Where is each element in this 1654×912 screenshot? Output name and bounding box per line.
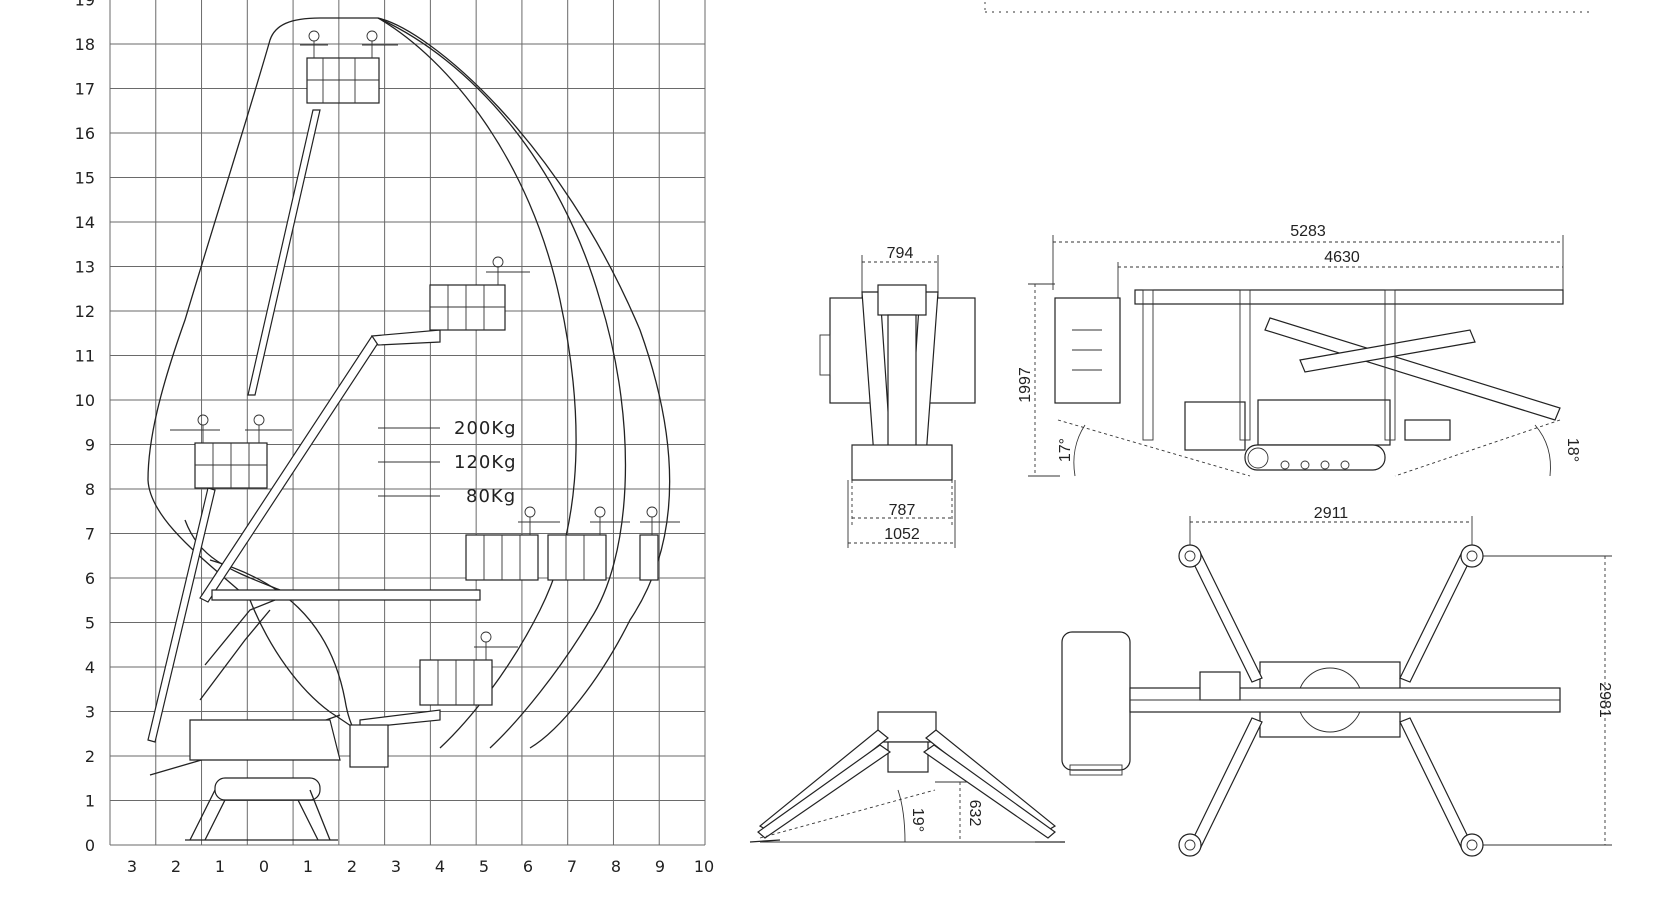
dim-side-height: 1997: [1017, 367, 1034, 403]
x-tick-label: 3: [391, 857, 401, 876]
y-tick-label: 15: [75, 169, 95, 188]
dim-side-angle-right: 18°: [1564, 438, 1581, 462]
side-track: [1244, 444, 1386, 471]
inner-envelope-curve: [377, 17, 577, 749]
envelope-grid: [109, 0, 706, 846]
front-view: 794 787 1052: [819, 245, 976, 548]
y-tick-label: 11: [75, 347, 95, 366]
top-view: 2911 2981: [1061, 505, 1613, 857]
dim-front-overall: 1052: [884, 526, 920, 543]
side-view: 5283 4630 1997 17° 18°: [1017, 223, 1581, 477]
x-tick-label: 4: [435, 857, 445, 876]
y-tick-label: 9: [85, 436, 95, 455]
basket-mid-2: [547, 534, 607, 581]
y-tick-label: 2: [85, 747, 95, 766]
top-outrigger-sw: [1189, 717, 1263, 850]
x-tick-label: 3: [127, 857, 137, 876]
load-120: 120Kg: [454, 452, 517, 473]
x-tick-label: 2: [171, 857, 181, 876]
left-inner-curve: [184, 519, 281, 591]
load-80: 80Kg: [466, 486, 516, 507]
basket-mid-3: [639, 534, 659, 581]
middle-envelope-curve: [377, 17, 627, 749]
dim-outrigger-height: 632: [966, 800, 983, 827]
side-boom-top: [1134, 289, 1564, 305]
boom-positions: [147, 30, 680, 776]
side-basket: [1054, 297, 1121, 404]
dim-front-top: 794: [887, 245, 914, 262]
y-tick-label: 10: [75, 391, 95, 410]
boom-horizontal-mid: [211, 589, 481, 601]
y-tick-label: 6: [85, 569, 95, 588]
y-tick-label: 4: [85, 658, 95, 677]
dim-side-overall: 5283: [1290, 223, 1326, 240]
y-tick-label: 18: [75, 35, 95, 54]
y-tick-label: 16: [75, 124, 95, 143]
y-tick-label: 8: [85, 480, 95, 499]
top-outrigger-se: [1399, 717, 1473, 850]
y-tick-label: 12: [75, 302, 95, 321]
dim-side-angle-left: 17°: [1057, 438, 1074, 462]
y-tick-label: 3: [85, 703, 95, 722]
load-legend: 200Kg 120Kg 80Kg: [378, 418, 517, 507]
dim-top-span-y: 2981: [1596, 682, 1613, 718]
x-tick-label: 8: [611, 857, 621, 876]
y-tick-label: 5: [85, 614, 95, 633]
top-outrigger-nw: [1189, 551, 1263, 683]
y-tick-label: 19: [75, 0, 95, 10]
load-200: 200Kg: [454, 418, 517, 439]
top-outrigger-ne: [1399, 551, 1473, 683]
basket-stowed: [349, 724, 389, 768]
y-tick-label: 0: [85, 836, 95, 855]
x-tick-label: 1: [215, 857, 225, 876]
outrigger-front-view: 19° 632: [749, 711, 1065, 843]
top-basket: [1061, 631, 1131, 771]
y-tick-label: 17: [75, 80, 95, 99]
y-tick-label: 13: [75, 258, 95, 277]
x-tick-label: 6: [523, 857, 533, 876]
y-tick-label: 14: [75, 213, 95, 232]
x-tick-label: 0: [259, 857, 269, 876]
boom-left-high: [147, 487, 216, 743]
side-engine-block: [1257, 399, 1391, 446]
x-tick-label: 1: [303, 857, 313, 876]
turret-base: [189, 719, 341, 761]
x-tick-label: 5: [479, 857, 489, 876]
dim-front-track: 787: [889, 502, 916, 519]
crawler-base: [185, 777, 338, 841]
x-tick-label: 9: [655, 857, 665, 876]
basket-upper-middle: [429, 284, 506, 331]
boom-vertical-extended: [247, 109, 321, 396]
y-tick-label: 1: [85, 792, 95, 811]
x-tick-label: 2: [347, 857, 357, 876]
x-tick-label: 7: [567, 857, 577, 876]
basket-top: [306, 57, 380, 104]
dim-outrigger-angle: 19°: [909, 808, 926, 832]
x-tick-label: 10: [694, 857, 714, 876]
dim-side-length: 4630: [1324, 249, 1360, 266]
dim-top-span-x: 2911: [1314, 505, 1349, 522]
y-tick-label: 7: [85, 525, 95, 544]
